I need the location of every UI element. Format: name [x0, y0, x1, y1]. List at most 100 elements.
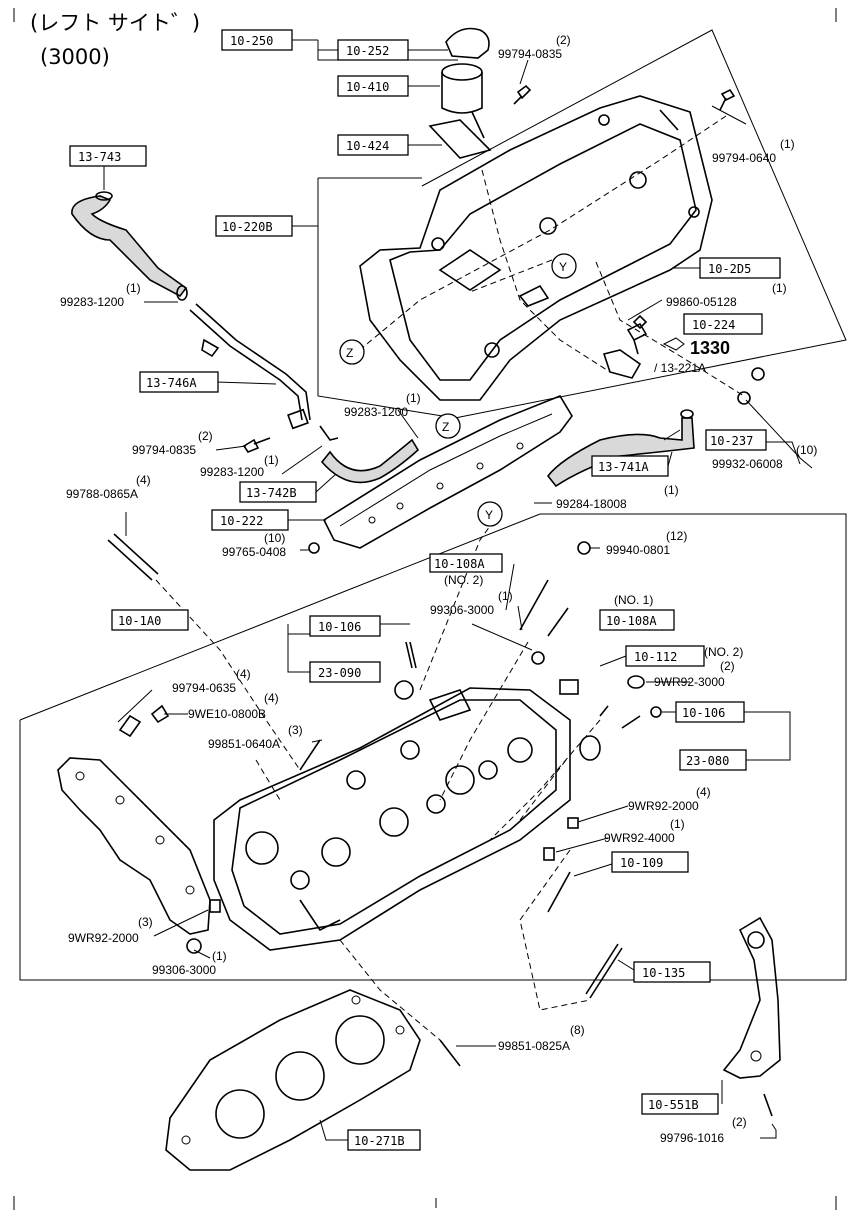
ref-z-cover — [339, 339, 365, 365]
pn-99765-0408: 99765-0408 — [222, 545, 286, 559]
pn-99788-0865A: 99788-0865A — [66, 487, 138, 501]
ref-y-cover — [551, 253, 577, 279]
qty-99796-1016: (2) — [732, 1115, 747, 1129]
pn-9WR92-3000: 9WR92-3000 — [654, 675, 725, 689]
head-cover — [359, 95, 713, 401]
hose-13-742B — [320, 438, 420, 484]
page-title: (レフト サイト゛) — [30, 11, 200, 35]
frame-marks — [13, 8, 837, 1210]
label-10-250: 10-250 — [230, 34, 273, 48]
ref-y-plate-text: Y — [485, 508, 493, 522]
hand-pointer-icon — [662, 337, 685, 351]
dashed-leaders — [155, 115, 745, 1041]
fasteners — [107, 84, 773, 1117]
qty-99794-0835-top: (2) — [556, 33, 571, 47]
label-10-106-right: 10-106 — [682, 706, 725, 720]
ref-y-cover-text: Y — [559, 260, 567, 274]
ref-1330: 1330 — [690, 338, 730, 358]
part-label-boxes: 10-250 10-252 10-410 10-424 13-743 10-22… — [69, 29, 781, 1151]
label-23-090: 23-090 — [318, 666, 361, 680]
breather-hose — [71, 191, 188, 301]
ref-13-221A: / 13-221A — [654, 361, 706, 375]
label-10-224: 10-224 — [692, 318, 735, 332]
qty-9WR92-4000: (1) — [670, 817, 685, 831]
label-10-108A-right: 10-108A — [606, 614, 657, 628]
qty-99794-0640: (1) — [780, 137, 795, 151]
pn-99851-0825A: 99851-0825A — [498, 1039, 570, 1053]
label-10-271B: 10-271B — [354, 1134, 405, 1148]
pcv-pipe — [189, 303, 339, 441]
no1: (NO. 1) — [614, 593, 653, 607]
label-10-222: 10-222 — [220, 514, 263, 528]
ref-markers: Z Y Z Y — [339, 253, 577, 527]
pn-99283-1200-c: 99283-1200 — [200, 465, 264, 479]
pn-99932-06008: 99932-06008 — [712, 457, 783, 471]
qty-99851-0825A: (8) — [570, 1023, 585, 1037]
label-13-743: 13-743 — [78, 150, 121, 164]
qty-9WE10-0800B: (4) — [264, 691, 279, 705]
qty-99283-1200-c: (1) — [264, 453, 279, 467]
label-10-252: 10-252 — [346, 44, 389, 58]
pn-99306-3000-bot: 99306-3000 — [152, 963, 216, 977]
pn-9WE10-0800B: 9WE10-0800B — [188, 707, 266, 721]
qty-9WR92-2000-l: (3) — [138, 915, 153, 929]
ref-z-cover-text: Z — [346, 346, 353, 360]
ref-z-plate — [435, 413, 461, 439]
label-10-220B: 10-220B — [222, 220, 273, 234]
pn-99794-0835-mid: 99794-0835 — [132, 443, 196, 457]
qty-99306-3000-top: (1) — [498, 589, 513, 603]
label-10-1A0: 10-1A0 — [118, 614, 161, 628]
label-10-106-left: 10-106 — [318, 620, 361, 634]
qty-9WR92-2000-r: (4) — [696, 785, 711, 799]
label-10-112: 10-112 — [634, 650, 677, 664]
label-10-135: 10-135 — [642, 966, 685, 980]
qty-99860-05128: (1) — [772, 281, 787, 295]
pn-99284-18008: 99284-18008 — [556, 497, 627, 511]
page-subtitle: (3000) — [40, 45, 110, 69]
qty-99794-0835-mid: (2) — [198, 429, 213, 443]
pn-99940-0801: 99940-0801 — [606, 543, 670, 557]
part-numbers: (2) 99794-0835 (1) 99794-0640 (1) 99283-… — [60, 33, 817, 1145]
bracket-1330 — [602, 322, 648, 379]
head-gasket — [165, 989, 421, 1171]
qty-99932-06008: (10) — [796, 443, 817, 457]
qty-99306-3000-bot: (1) — [212, 949, 227, 963]
label-10-108A-top: 10-108A — [434, 557, 485, 571]
no2-top: (NO. 2) — [444, 573, 483, 587]
label-10-109: 10-109 — [620, 856, 663, 870]
front-plate — [57, 757, 211, 935]
qty-99794-0635: (4) — [236, 667, 251, 681]
pn-9WR92-2000-r: 9WR92-2000 — [628, 799, 699, 813]
leader-lines — [103, 39, 813, 1141]
label-13-741A: 13-741A — [598, 460, 649, 474]
qty-99283-1200-a: (1) — [126, 281, 141, 295]
qty-99851-0640A: (3) — [288, 723, 303, 737]
label-10-237: 10-237 — [710, 434, 753, 448]
qty-99284-18008: (1) — [664, 483, 679, 497]
qty-99788-0865A: (4) — [136, 473, 151, 487]
pn-99283-1200-b: 99283-1200 — [344, 405, 408, 419]
ref-y-plate — [477, 501, 503, 527]
pn-99794-0640: 99794-0640 — [712, 151, 776, 165]
cylinder-head — [213, 687, 571, 951]
qty-9WR92-3000: (2) — [720, 659, 735, 673]
label-10-551B: 10-551B — [648, 1098, 699, 1112]
pn-99794-0635: 99794-0635 — [172, 681, 236, 695]
engine-hanger — [722, 916, 781, 1079]
no2-right: (NO. 2) — [704, 645, 743, 659]
pn-99796-1016: 99796-1016 — [660, 1131, 724, 1145]
pn-99794-0835-top: 99794-0835 — [498, 47, 562, 61]
label-13-746A: 13-746A — [146, 376, 197, 390]
pn-99283-1200-a: 99283-1200 — [60, 295, 124, 309]
label-13-742B: 13-742B — [246, 486, 297, 500]
pn-9WR92-4000: 9WR92-4000 — [604, 831, 675, 845]
pn-99306-3000-top: 99306-3000 — [430, 603, 494, 617]
qty-99283-1200-b: (1) — [406, 391, 421, 405]
label-10-424: 10-424 — [346, 139, 389, 153]
label-23-080: 23-080 — [686, 754, 729, 768]
pn-99851-0640A: 99851-0640A — [208, 737, 280, 751]
pn-9WR92-2000-l: 9WR92-2000 — [68, 931, 139, 945]
oil-filler-cap — [428, 27, 492, 159]
label-10-2D5: 10-2D5 — [708, 262, 751, 276]
